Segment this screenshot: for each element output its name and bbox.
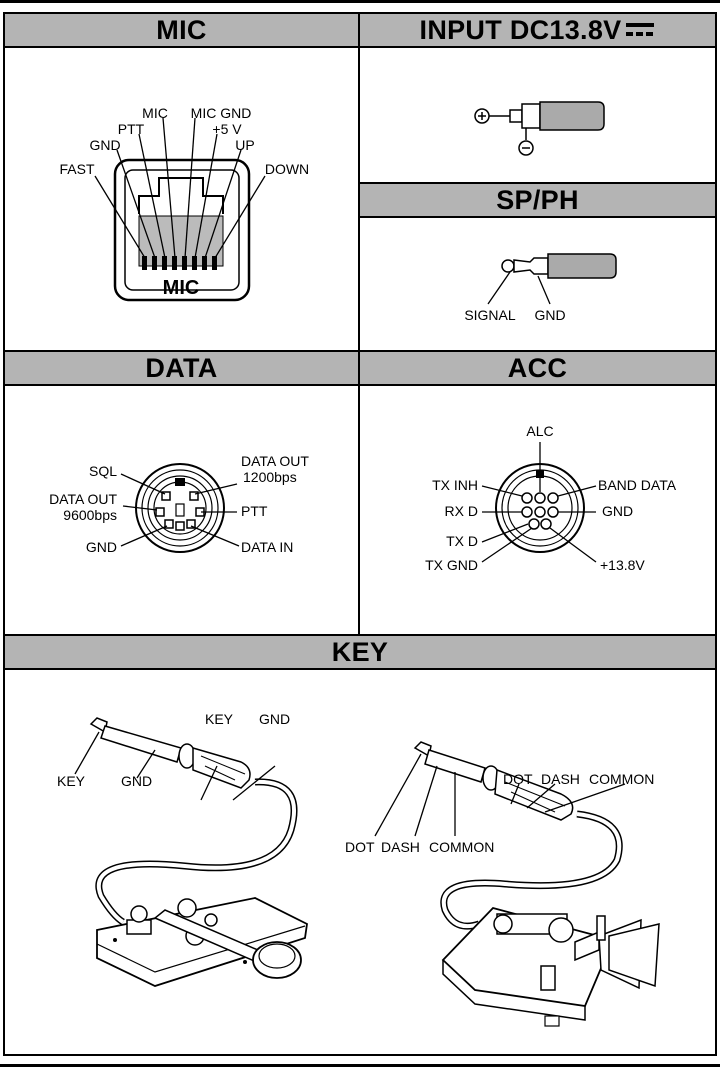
acc-txgnd-label: TX GND: [425, 557, 478, 573]
acc-txinh-label: TX INH: [432, 477, 478, 493]
phone-plug-tip: [501, 259, 515, 273]
paddle-key-ring-label: DASH: [381, 839, 420, 855]
paddle-key-sleeve-label: COMMON: [429, 839, 494, 855]
mic-pin-down: DOWN: [265, 161, 309, 177]
straight-key-wire-label: KEY: [205, 711, 234, 727]
panel-title: INPUT DC13.8V: [360, 14, 715, 48]
straight-key-illustration: [89, 717, 308, 987]
mic-panel: MIC MIC FAST GND PTT MIC MIC GND +5: [3, 12, 360, 352]
mic-pin-fast: FAST: [59, 161, 94, 177]
phone-plug-body: [547, 253, 617, 279]
straight-key-leader-lines: [74, 731, 276, 801]
mic-pin-gnd: GND: [89, 137, 120, 153]
panel-title: DATA: [5, 352, 358, 386]
acc-138v-label: +13.8V: [600, 557, 645, 573]
dc-plug-collar: [521, 103, 541, 129]
mic-connector-diagram: MIC FAST GND PTT MIC MIC GND +5 V UP DOW…: [59, 105, 309, 302]
data-panel: DATA SQL DATA OUT 9600bps GND DATA O: [3, 350, 360, 636]
acc-alc-label: ALC: [526, 423, 553, 439]
paddle-key-dot-wire-label: DOT: [503, 771, 533, 787]
mic-pins: [142, 256, 217, 270]
data-9600bps-label: 9600bps: [63, 507, 117, 523]
paddle-key-dash-wire-label: DASH: [541, 771, 580, 787]
mic-pin-ptt: PTT: [118, 121, 145, 137]
mic-jack-label: MIC: [163, 277, 200, 299]
data-connector-diagram: SQL DATA OUT 9600bps GND DATA OUT 1200bp…: [49, 453, 309, 555]
panel-title: SP/PH: [360, 184, 715, 218]
key-panel: KEY: [3, 634, 717, 1056]
data-leader-lines: [120, 473, 240, 547]
key-diagram: KEY GND KEY GND: [57, 711, 660, 1027]
paddle-key-illustration: [413, 741, 660, 1027]
mic-pin-5v: +5 V: [212, 121, 242, 137]
data-sql-label: SQL: [89, 463, 117, 479]
panel-title: KEY: [5, 636, 715, 670]
spph-panel: SP/PH SIGNAL GND: [358, 182, 717, 352]
data-key-notch: [175, 478, 185, 486]
data-datain-label: DATA IN: [241, 539, 293, 555]
acc-band-label: BAND DATA: [598, 477, 677, 493]
acc-gnd-label: GND: [602, 503, 633, 519]
straight-key-sleeve-label: GND: [121, 773, 152, 789]
paddle-key-common-wire-label: COMMON: [589, 771, 654, 787]
panel-title: ACC: [360, 352, 715, 386]
input-dc-panel: INPUT DC13.8V: [358, 12, 717, 184]
data-pins: [155, 491, 205, 531]
data-1200bps-label: 1200bps: [243, 469, 297, 485]
paddle-key-leader-lines: [374, 753, 626, 837]
mic-pin-up: UP: [235, 137, 254, 153]
mic-leader-lines: [94, 117, 266, 259]
mic-jack-outline: [138, 177, 224, 214]
acc-leader-lines: [481, 442, 597, 563]
straight-key-tip-label: KEY: [57, 773, 86, 789]
dc-plug-tip: [509, 109, 523, 123]
dc-symbol-icon: [626, 23, 655, 36]
data-out1200-label: DATA OUT: [241, 453, 309, 469]
panel-title: MIC: [5, 14, 358, 48]
data-out9600-label: DATA OUT: [49, 491, 117, 507]
spph-signal-label: SIGNAL: [464, 307, 516, 323]
mic-pin-mic: MIC: [142, 105, 168, 121]
phone-plug-sleeve: [513, 257, 549, 275]
phone-plug-diagram: SIGNAL GND: [464, 253, 617, 323]
acc-panel: ACC ALC TX INH RX D TX D TX GND BAND DAT…: [358, 350, 717, 636]
acc-pins: [521, 492, 559, 530]
paddle-key-tip-label: DOT: [345, 839, 375, 855]
acc-connector-diagram: ALC TX INH RX D TX D TX GND BAND DATA GN…: [425, 423, 677, 573]
straight-key-ground-wire-label: GND: [259, 711, 290, 727]
data-gnd-label: GND: [86, 539, 117, 555]
dc-plug-body: [539, 101, 605, 131]
dc-plug-diagram: [474, 101, 605, 156]
acc-rxd-label: RX D: [445, 503, 478, 519]
input-dc-title: INPUT DC13.8V: [419, 14, 622, 45]
acc-txd-label: TX D: [446, 533, 478, 549]
spph-gnd-label: GND: [534, 307, 565, 323]
mic-pin-mic-gnd: MIC GND: [191, 105, 252, 121]
data-ptt-label: PTT: [241, 503, 268, 519]
